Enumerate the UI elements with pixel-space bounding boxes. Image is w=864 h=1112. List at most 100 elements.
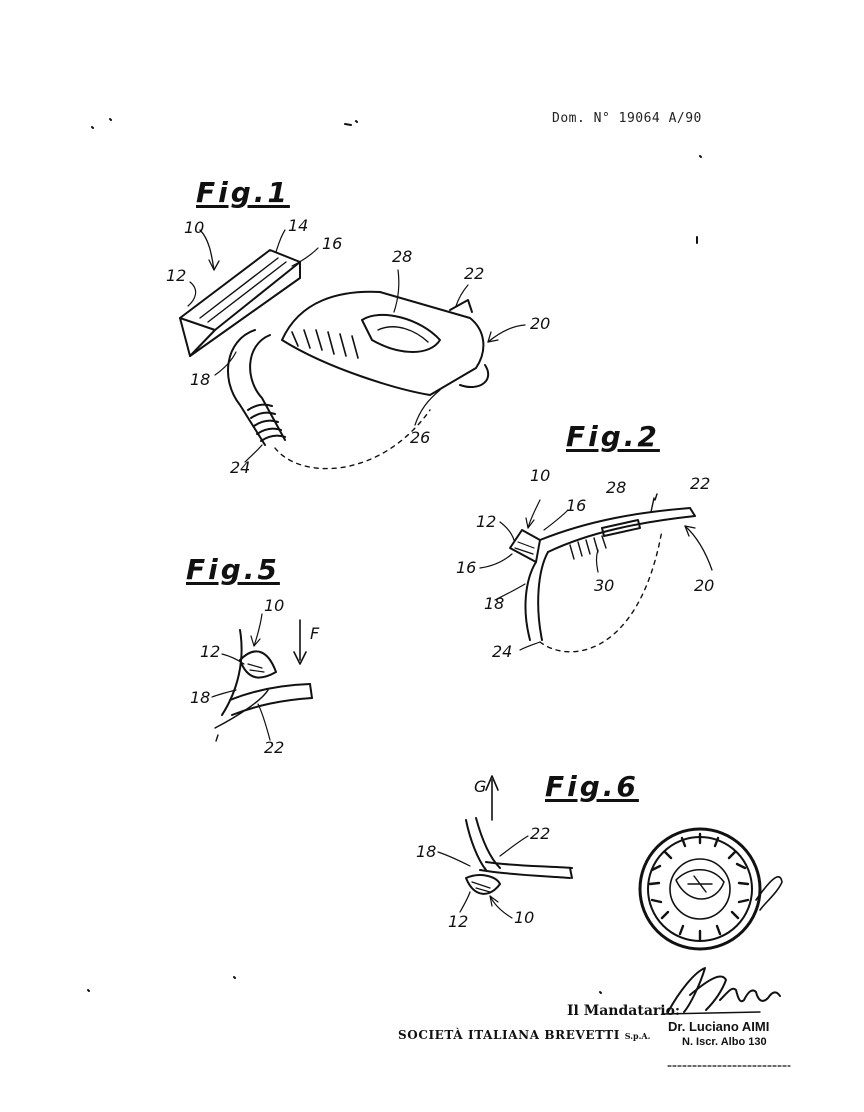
fig5-ref-12: 12	[200, 642, 221, 661]
fig5-strap-top	[229, 683, 311, 701]
fig1-leader-18	[214, 351, 237, 376]
fig5-ref-22: 22	[264, 738, 285, 757]
document-number: Dom. N° 19064 A/90	[552, 111, 702, 126]
fig1-buckle-ribs	[291, 329, 359, 359]
fig6-leader-18	[437, 851, 471, 867]
official-stamp	[638, 827, 783, 951]
fig5-strap-bottom	[231, 697, 313, 716]
fig1-clip-side	[189, 261, 301, 357]
fig1-ref-24: 24	[230, 458, 251, 477]
fig5-ref-F: F	[310, 624, 320, 643]
fig1-leader-22	[455, 284, 469, 307]
company-name-text: SOCIETÀ ITALIANA BREVETTI	[398, 1028, 620, 1042]
fig5-clip	[239, 650, 277, 679]
fig2-arrow-20	[684, 525, 696, 537]
fig1-band-inner	[249, 334, 286, 441]
fig1-slider	[361, 313, 441, 353]
fig2-label: Fig.2	[566, 420, 660, 453]
fig1-leader-20	[487, 324, 526, 343]
fig5-label: Fig.5	[186, 553, 280, 586]
fig1-ref-12: 12	[166, 266, 187, 285]
fig6-body	[465, 819, 487, 871]
fig6-leader-12	[459, 891, 471, 913]
fig2-leader-24	[519, 641, 541, 651]
attorney-registration: N. Iscr. Albo 130	[682, 1036, 767, 1048]
fig6-leader-22	[499, 835, 529, 857]
fig2-ref-10: 10	[530, 466, 551, 485]
fig5-arrow-10	[250, 635, 261, 647]
fig1-leader-16	[291, 247, 319, 267]
fig1-drawing	[179, 229, 526, 470]
scan-specks	[87, 118, 702, 994]
stamp-emblem	[675, 869, 725, 900]
fig1-leader-14	[275, 229, 286, 253]
fig6-strap-bottom	[485, 861, 573, 869]
fig6-strap-top	[479, 869, 571, 879]
fig1-ribs	[247, 403, 286, 442]
fig2-buckle	[539, 507, 696, 553]
fig5-leader-18	[211, 689, 237, 698]
fig1-leader-24	[244, 444, 263, 463]
fig1-leader-28	[393, 269, 400, 313]
fig1-slider-slot	[377, 326, 429, 343]
fig2-arrow-10	[525, 517, 535, 529]
fig2-strap-tip	[650, 493, 658, 513]
fig1-leader-10	[199, 229, 215, 271]
fig5-leader-12	[221, 653, 245, 665]
fig6-ref-G: G	[474, 777, 487, 796]
fig5-body-left	[221, 629, 243, 716]
fig2-leader-10	[527, 499, 541, 529]
fig1-buckle-body	[281, 290, 485, 396]
fig2-ref-20: 20	[694, 576, 715, 595]
fig6-body-inner	[475, 817, 501, 869]
fig2-ribs	[569, 535, 607, 560]
mandatario-label: Il Mandatario:	[567, 1003, 681, 1019]
fig1-label: Fig.1	[196, 176, 290, 209]
fig1-band-outer	[227, 329, 266, 446]
fig2-ref-16b: 16	[456, 558, 477, 577]
fig2-ref-18: 18	[484, 594, 505, 613]
fig5-strap-end	[309, 683, 313, 699]
fig1-end-cap	[459, 364, 490, 388]
attorney-name: Dr. Luciano AIMI	[668, 1019, 770, 1034]
fig6-drawing	[437, 775, 573, 919]
fig2-leader-18	[494, 583, 526, 601]
fig6-force-arrow	[485, 775, 499, 821]
fig5-leader-10	[253, 613, 263, 647]
fig5-underline	[214, 689, 269, 729]
fig5-force-arrow	[293, 619, 307, 665]
fig5-leader-22	[257, 703, 271, 741]
fig2-drawing	[479, 493, 713, 653]
fig6-clip-hatch	[471, 881, 491, 893]
fig6-label: Fig.6	[545, 770, 639, 803]
fig5-drawing	[211, 613, 313, 742]
fig1-strap-tail	[449, 299, 473, 313]
fig6-strap-end	[569, 867, 573, 879]
company-suffix: S.p.A.	[624, 1031, 651, 1041]
fig6-ref-12: 12	[448, 912, 469, 931]
fig5-tip	[215, 734, 219, 742]
fig5-clip-hatch	[247, 663, 265, 673]
fig2-band-inner	[537, 551, 549, 641]
fig6-arrow-10	[489, 895, 499, 907]
fig2-ref-28: 28	[606, 478, 627, 497]
stamp-pen-stroke	[755, 876, 783, 911]
signature	[661, 967, 781, 1015]
fig2-strap-loop	[539, 529, 663, 653]
fig6-leader-10	[489, 895, 513, 919]
fig1-ref-22: 22	[464, 264, 485, 283]
fig1-ref-28: 28	[392, 247, 413, 266]
fig1-ref-18: 18	[190, 370, 211, 389]
fig2-ref-30: 30	[594, 576, 615, 595]
fig1-leader-26	[414, 389, 441, 426]
fig2-leader-30	[595, 549, 599, 573]
fig2-leader-16a	[543, 509, 569, 531]
fig6-ref-18: 18	[416, 842, 437, 861]
fig1-ref-10: 10	[184, 218, 205, 237]
fig1-ref-26: 26	[410, 428, 431, 447]
fig5-ref-10: 10	[264, 596, 285, 615]
fig5-ref-18: 18	[190, 688, 211, 707]
fig2-leader-16b	[479, 553, 513, 569]
fig2-ref-16a: 16	[566, 496, 587, 515]
